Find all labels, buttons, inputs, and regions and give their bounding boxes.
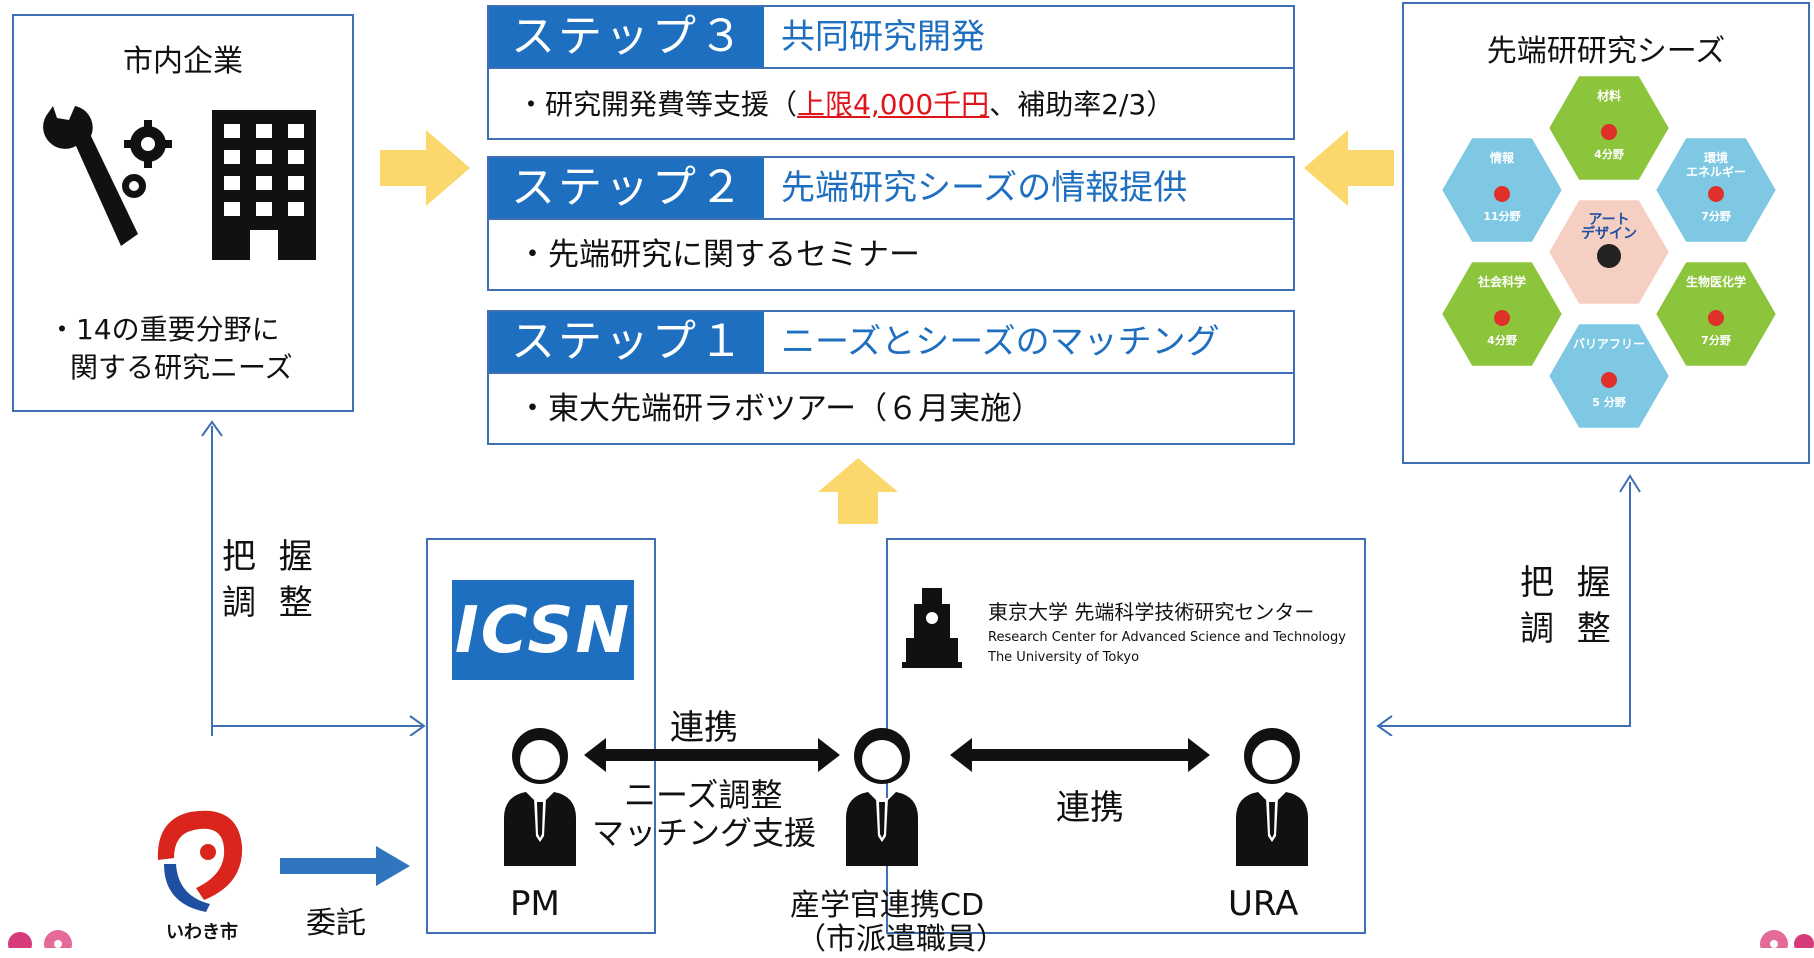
company-need-line2: 関する研究ニーズ <box>70 351 293 384</box>
step-3: ステップ３ 共同研究開発 ・研究開発費等支援（上限4,000千円、補助率2/3） <box>487 5 1295 140</box>
rcast-name-en2: The University of Tokyo <box>988 650 1140 665</box>
needs-line1: ニーズ調整 <box>624 776 783 814</box>
hex-social-science-icon <box>1494 310 1510 326</box>
right-connector <box>1376 474 1641 736</box>
company-title: 市内企業 <box>123 44 243 79</box>
hex-art-design-label: アート <box>1588 212 1629 228</box>
icsn-logo: ICSN <box>452 580 634 680</box>
company-need-line1: ・14の重要分野に <box>48 313 280 346</box>
left-side-label: 把 握 調 整 <box>222 537 319 623</box>
pm-label: PM <box>510 884 560 924</box>
hex-materials-label: 材料 <box>1596 88 1621 103</box>
hex-energy-count: 7分野 <box>1701 209 1731 223</box>
wrench-gear-icon <box>43 106 172 246</box>
needs-line2: マッチング支援 <box>592 814 817 852</box>
consign-arrow-icon <box>280 846 410 886</box>
cd-label-line1: 産学官連携CD <box>790 888 985 923</box>
person-icon-ura <box>1236 728 1308 866</box>
iwaki-city-logo <box>157 810 243 912</box>
rcast-building-icon <box>902 588 962 668</box>
hex-barrier-free-icon <box>1601 372 1617 388</box>
double-arrow-left <box>584 738 840 772</box>
step-3-tag: ステップ３ <box>489 7 764 67</box>
step-2-title: 先端研究シーズの情報提供 <box>781 168 1188 208</box>
arrow-right-icon <box>380 130 470 206</box>
arrow-left-icon <box>1304 130 1394 206</box>
left-connector <box>201 420 426 736</box>
flower-icon-right <box>1760 930 1814 948</box>
company-box: 市内企業 ・14の重要分野に 関する研究ニーズ <box>12 14 354 412</box>
hex-social-science-count: 4分野 <box>1487 333 1517 347</box>
person-icon-cd <box>846 728 918 866</box>
right-side-label: 把 握 調 整 <box>1520 563 1617 649</box>
hex-energy-label: エネルギー <box>1686 164 1746 179</box>
hex-social-science-label: 社会科学 <box>1477 274 1526 289</box>
icsn-box: ICSN <box>426 538 656 934</box>
hex-materials-icon <box>1601 124 1617 140</box>
hex-information-icon <box>1494 186 1510 202</box>
step-1: ステップ１ ニーズとシーズのマッチング ・東大先端研ラボツアー（６月実施） <box>487 310 1295 445</box>
cd-label-line2: （市派遣職員） <box>796 922 1006 957</box>
step-3-title: 共同研究開発 <box>781 17 985 57</box>
renkei-right-label: 連携 <box>1056 788 1124 828</box>
iwaki-city-logo-text: いわき市 <box>166 922 238 943</box>
person-icon-pm <box>504 728 576 866</box>
renkei-left-label: 連携 <box>670 708 738 748</box>
hex-materials-count: 4分野 <box>1594 147 1624 161</box>
hex-art-design-icon <box>1597 244 1621 268</box>
seeds-hex-chart: 材料4分野情報11分野環境エネルギー7分野アートデザイン社会科学4分野生物医化学… <box>1437 72 1781 432</box>
consign-label: 委託 <box>306 906 366 941</box>
hex-barrier-free-count: 5 分野 <box>1592 395 1625 409</box>
step-2: ステップ２ 先端研究シーズの情報提供 ・先端研究に関するセミナー <box>487 156 1295 291</box>
seeds-title: 先端研研究シーズ <box>1486 34 1726 69</box>
rcast-name-en1: Research Center for Advanced Science and… <box>988 630 1346 645</box>
hex-biomedical-count: 7分野 <box>1701 333 1731 347</box>
hex-information-label: 情報 <box>1490 150 1515 165</box>
hex-barrier-free-label: バリアフリー <box>1573 337 1645 351</box>
ura-label: URA <box>1228 884 1299 924</box>
seeds-box: 先端研研究シーズ 材料 4分野 情報 11分野 環境エネルギー 7分野 アートデザイン社会科… <box>1402 2 1810 464</box>
hex-energy-label: 環境 <box>1704 150 1728 165</box>
funding-limit: 上限4,000千円 <box>797 88 990 121</box>
rcast-name-jp: 東京大学 先端科学技術研究センター <box>988 600 1315 624</box>
arrow-up-icon <box>818 458 898 524</box>
hex-art-design-label: デザイン <box>1581 225 1637 242</box>
flower-icon-left <box>8 930 72 948</box>
hex-information-count: 11分野 <box>1483 209 1520 223</box>
step-1-tag: ステップ１ <box>489 312 764 372</box>
building-icon <box>212 110 316 260</box>
step-2-body: ・先端研究に関するセミナー <box>517 237 920 273</box>
double-arrow-right <box>950 738 1210 772</box>
hex-energy-icon <box>1708 186 1724 202</box>
step-1-body: ・東大先端研ラボツアー（６月実施） <box>517 391 1043 427</box>
hex-biomedical-icon <box>1708 310 1724 326</box>
step-2-tag: ステップ２ <box>489 158 764 218</box>
step-3-body: ・研究開発費等支援（上限4,000千円、補助率2/3） <box>517 88 1175 121</box>
hex-biomedical-label: 生物医化学 <box>1686 274 1746 289</box>
step-1-title: ニーズとシーズのマッチング <box>781 322 1220 362</box>
